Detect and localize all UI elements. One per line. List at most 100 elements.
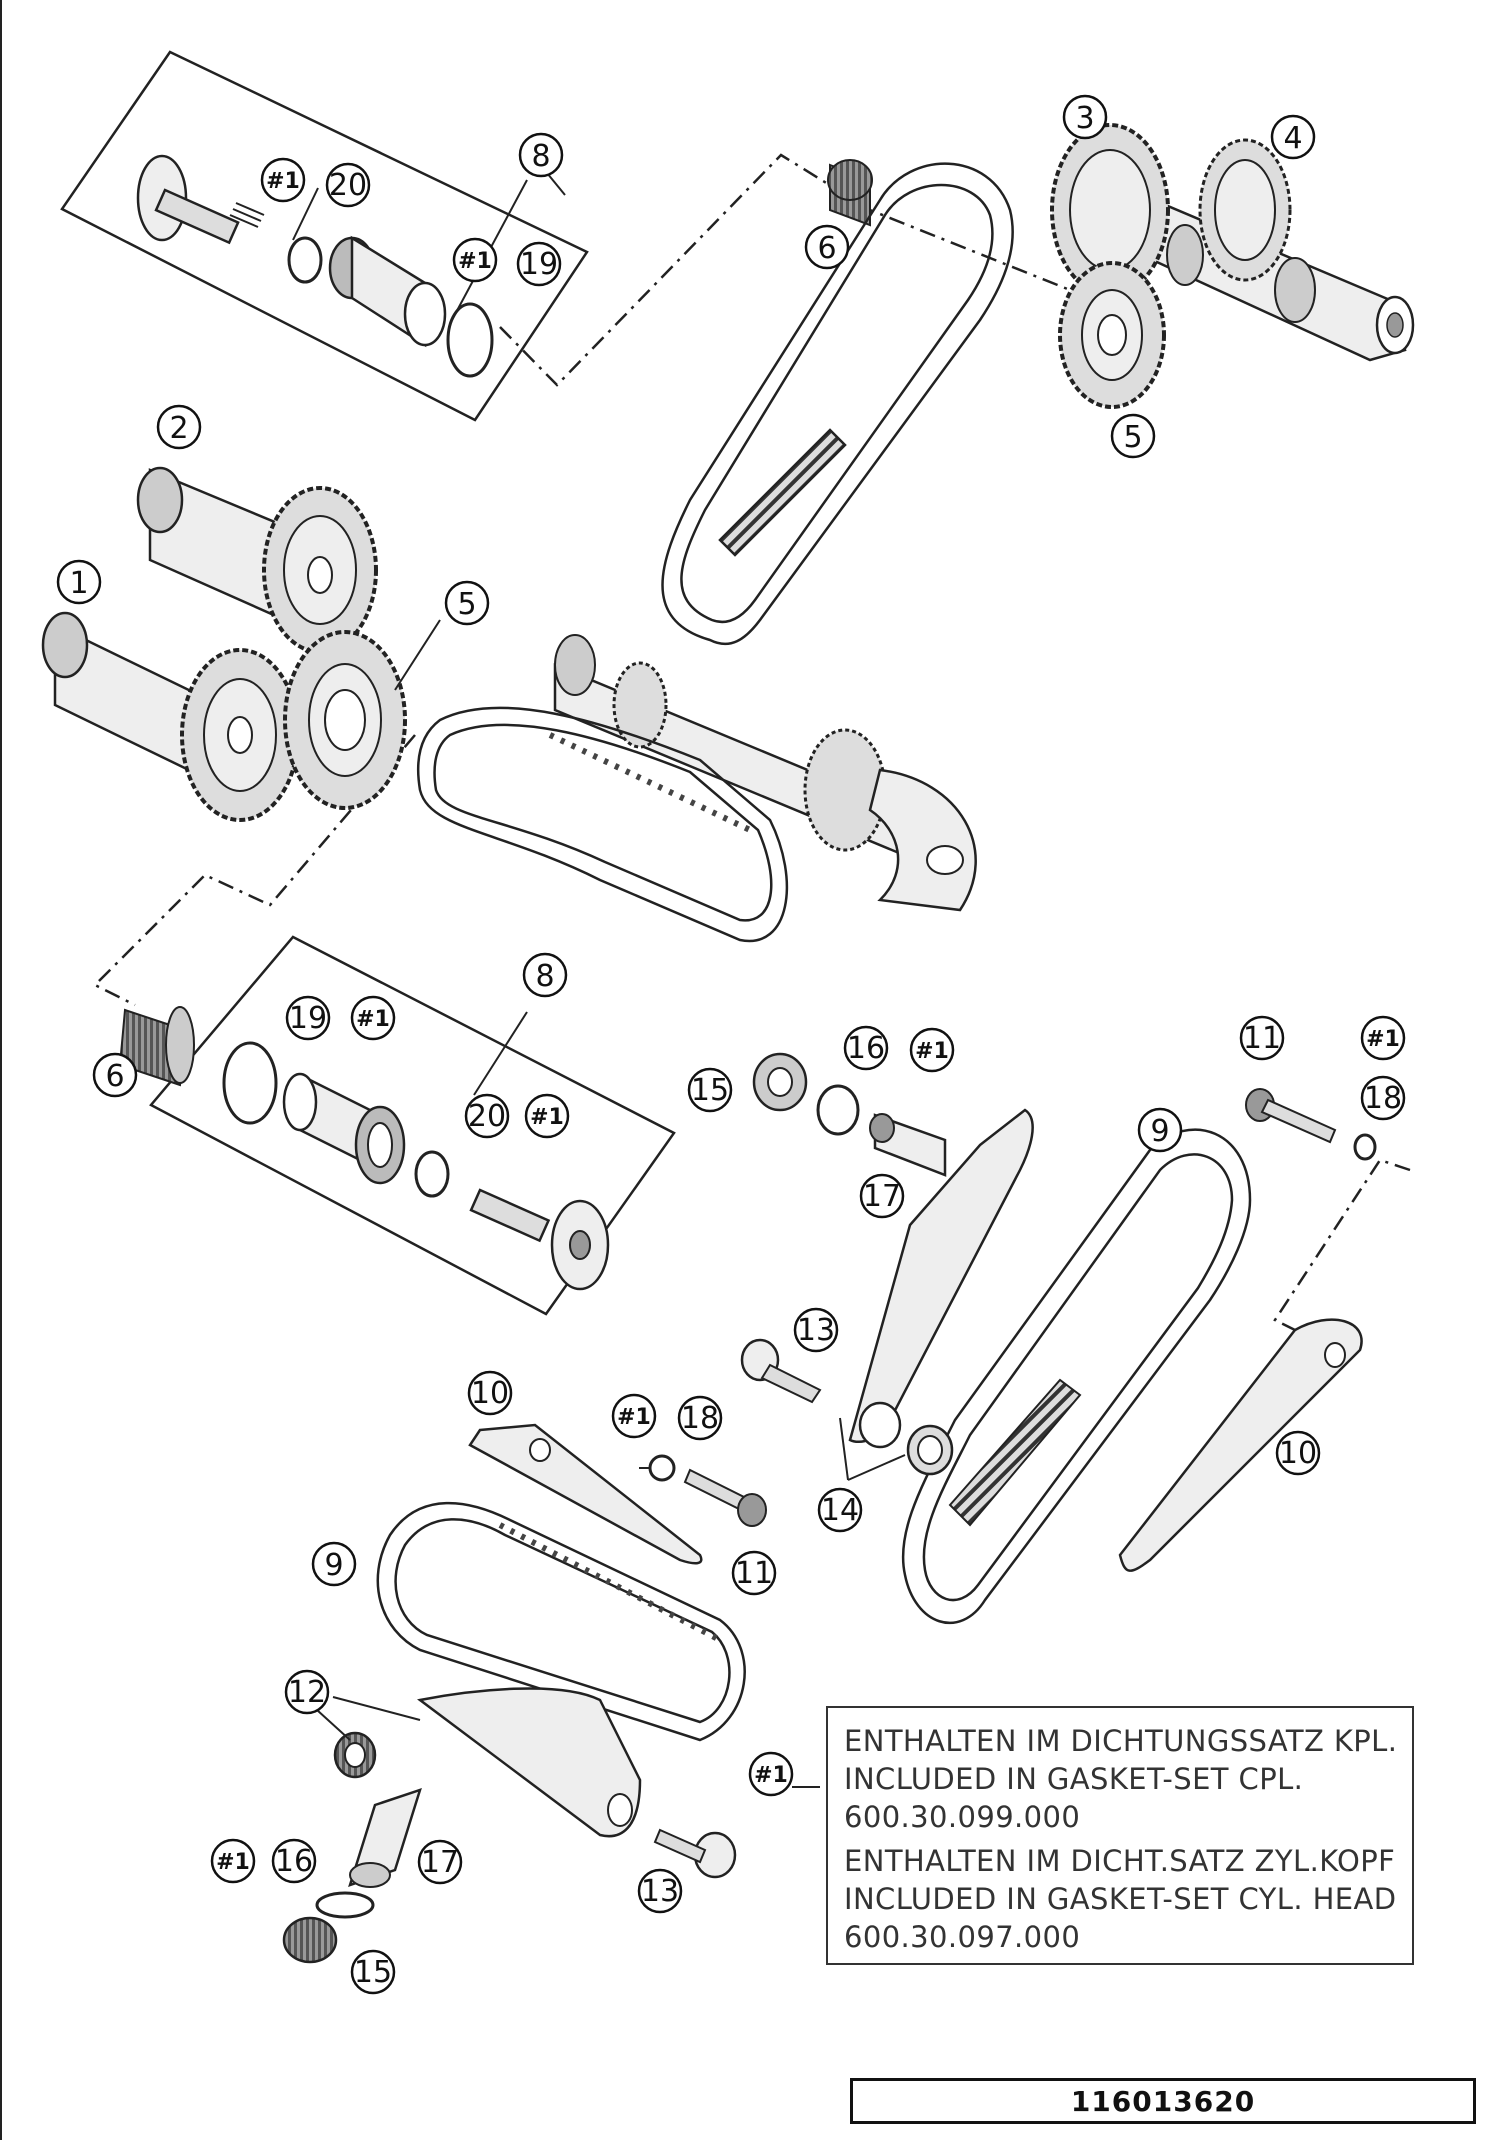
svg-text:#1: #1 [356,1007,390,1032]
callout-3: 3 [1062,94,1108,140]
ref-marker-1a: #1 [260,157,306,203]
ref-marker-1b: #1 [452,237,498,283]
ref-marker-1e: #1 [909,1027,955,1073]
svg-text:#1: #1 [915,1039,949,1064]
callout-5-top: 5 [1110,413,1156,459]
svg-text:20: 20 [329,168,367,203]
svg-text:4: 4 [1283,121,1302,156]
callout-11-top: 11 [1239,1015,1285,1061]
callout-15-bottom: 15 [350,1949,396,1995]
svg-text:#1: #1 [216,1850,250,1875]
svg-text:5: 5 [1123,420,1142,455]
callout-10-left: 10 [467,1370,513,1416]
callout-10-right: 10 [1275,1430,1321,1476]
callout-4: 4 [1270,114,1316,160]
svg-text:#1: #1 [617,1405,651,1430]
note-line-1: ENTHALTEN IM DICHTUNGSSATZ KPL. [844,1724,1398,1758]
svg-text:#1: #1 [266,169,300,194]
note-line-5: INCLUDED IN GASKET-SET CYL. HEAD [844,1882,1397,1916]
seal-kit-panel-bottom [149,935,676,1316]
ref-marker-1h: #1 [748,1751,794,1797]
svg-text:5: 5 [457,587,476,622]
callout-5-left: 5 [444,580,490,626]
lower-chain-and-guides [282,1052,954,1964]
part-number: 116013620 [1070,2084,1256,2118]
gear-sleeves [118,159,873,1087]
callout-18-left: 18 [677,1395,723,1441]
svg-text:12: 12 [288,1675,326,1710]
camshaft-upper-right [1050,123,1415,409]
callout-16-top: 16 [843,1025,889,1071]
callout-20-top: 20 [325,162,371,208]
callout-13-top: 13 [793,1307,839,1353]
callout-11-left: 11 [731,1550,777,1596]
callout-9-right: 9 [1137,1107,1183,1153]
svg-text:17: 17 [421,1845,459,1880]
callout-8-bottom: 8 [522,952,568,998]
leader-lines [292,172,906,1788]
svg-text:9: 9 [324,1548,343,1583]
svg-text:10: 10 [1279,1436,1317,1471]
svg-text:11: 11 [1243,1021,1281,1056]
svg-text:16: 16 [847,1031,885,1066]
svg-text:6: 6 [817,231,836,266]
note-line-3: 600.30.099.000 [844,1800,1081,1834]
svg-text:20: 20 [468,1099,506,1134]
svg-text:2: 2 [169,411,188,446]
note-line-4: ENTHALTEN IM DICHT.SATZ ZYL.KOPF [844,1844,1396,1878]
svg-text:3: 3 [1075,101,1094,136]
callout-18-top: 18 [1360,1075,1406,1121]
svg-text:6: 6 [105,1059,124,1094]
svg-text:19: 19 [289,1001,327,1036]
svg-text:11: 11 [735,1556,773,1591]
left-border-rule [0,0,2,2140]
callout-19-bottom: 19 [285,995,331,1041]
upper-timing-chain [661,162,1014,646]
crankshaft [553,634,977,912]
svg-text:9: 9 [1150,1114,1169,1149]
svg-text:1: 1 [69,566,88,601]
callout-2: 2 [156,404,202,450]
note-line-6: 600.30.097.000 [844,1920,1081,1954]
ref-marker-1i: #1 [210,1838,256,1884]
note-line-2: INCLUDED IN GASKET-SET CPL. [844,1762,1304,1796]
seal-kit-panel-top [60,50,589,422]
svg-text:10: 10 [471,1376,509,1411]
callout-1: 1 [56,559,102,605]
callout-19-top: 19 [516,241,562,287]
camshaft-left [41,466,407,822]
svg-text:13: 13 [797,1313,835,1348]
callout-6-top: 6 [804,224,850,270]
part-number-box: 116013620 [850,2078,1476,2124]
assembly-lines [92,153,1411,1332]
ref-marker-1d: #1 [524,1093,570,1139]
callout-17-bottom: 17 [417,1839,463,1885]
svg-text:15: 15 [354,1955,392,1990]
right-chain-and-guides [848,1088,1377,1625]
svg-text:14: 14 [821,1493,859,1528]
callout-9-left: 9 [311,1541,357,1587]
callout-12: 12 [284,1669,330,1715]
svg-text:#1: #1 [1366,1027,1400,1052]
svg-text:18: 18 [1364,1081,1402,1116]
svg-text:15: 15 [691,1073,729,1108]
svg-text:13: 13 [641,1874,679,1909]
callout-16-bottom: 16 [271,1838,317,1884]
callout-20-bottom: 20 [464,1093,510,1139]
svg-text:17: 17 [863,1179,901,1214]
callout-17-top: 17 [859,1173,905,1219]
svg-text:8: 8 [531,139,550,174]
ref-marker-1f: #1 [1360,1015,1406,1061]
ref-marker-1g: #1 [611,1393,657,1439]
svg-text:#1: #1 [754,1763,788,1788]
svg-text:#1: #1 [530,1105,564,1130]
gasket-set-note: ENTHALTEN IM DICHTUNGSSATZ KPL. INCLUDED… [826,1706,1414,1965]
callout-15-top: 15 [687,1067,733,1113]
callout-14: 14 [817,1487,863,1533]
svg-text:18: 18 [681,1401,719,1436]
ref-marker-1c: #1 [350,995,396,1041]
svg-text:19: 19 [520,247,558,282]
svg-text:#1: #1 [458,249,492,274]
callout-13-bottom: 13 [637,1868,683,1914]
